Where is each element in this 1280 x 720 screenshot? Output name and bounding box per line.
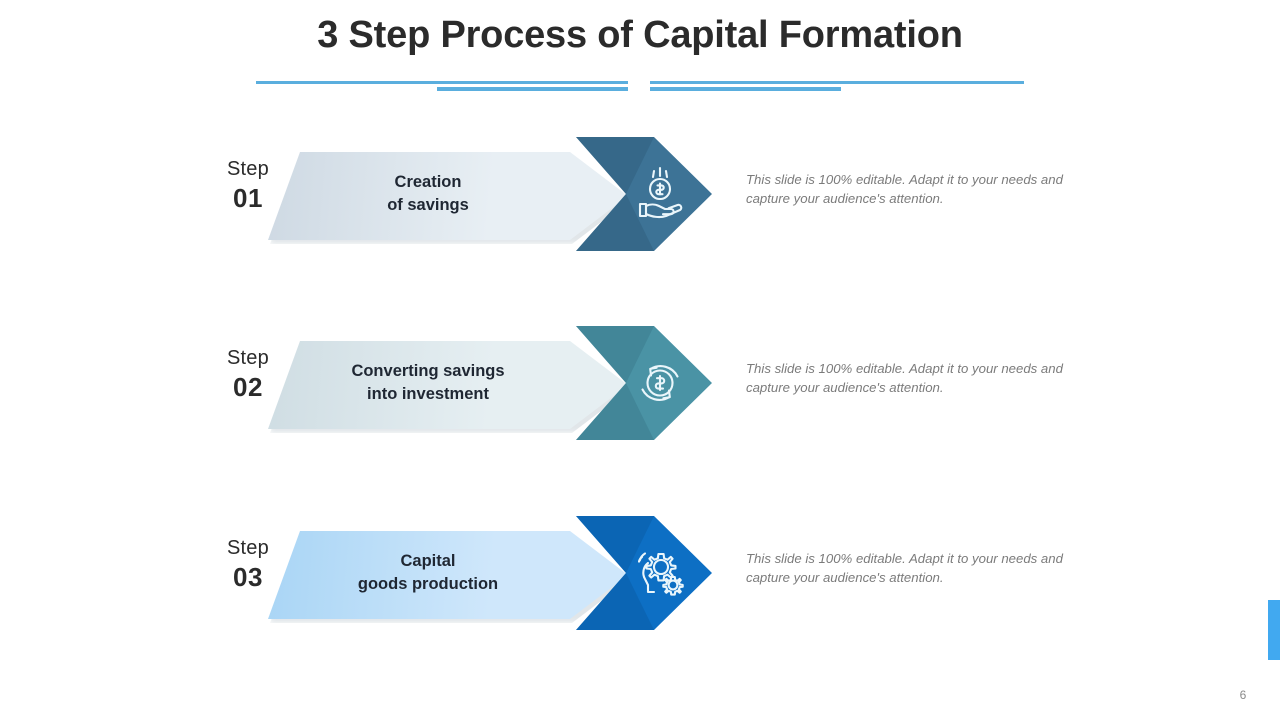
step-label-03: Step 03 — [210, 538, 286, 590]
step-description-01: This slide is 100% editable. Adapt it to… — [746, 172, 1063, 206]
step-title-02: Converting savings into investment — [288, 360, 568, 407]
page-number: 6 — [1239, 688, 1247, 702]
step-label-02: Step 02 — [210, 348, 286, 400]
hand-holding-money-icon — [628, 162, 692, 226]
step-title-line1-03: Capital — [400, 552, 456, 570]
step-arrowhead-02[interactable] — [576, 326, 712, 440]
step-title-line2-03: goods production — [357, 575, 499, 594]
title-rule-top-right — [650, 81, 1024, 84]
gears-production-icon — [628, 541, 692, 605]
step-word-02: Step — [227, 347, 269, 369]
step-row-03: Step 03 Capital goods production This sl… — [0, 504, 1280, 634]
step-band-fill-03 — [268, 531, 628, 619]
title-rule-mid-right — [650, 87, 841, 91]
step-description-03: This slide is 100% editable. Adapt it to… — [746, 551, 1063, 585]
page-title: 3 Step Process of Capital Formation — [317, 14, 963, 56]
step-band-fill-02 — [268, 341, 628, 429]
step-band-01[interactable] — [268, 152, 630, 244]
step-band-02[interactable] — [268, 341, 630, 433]
step-title-line1-02: Converting savings — [351, 362, 505, 380]
title-rule-mid-left — [437, 87, 628, 91]
step-number-03: 03 — [233, 562, 263, 592]
step-title-01: Creation of savings — [288, 171, 568, 218]
step-description-02: This slide is 100% editable. Adapt it to… — [746, 361, 1063, 395]
step-row-02: Step 02 Converting savings into investme… — [0, 314, 1280, 444]
step-band-fill-01 — [268, 152, 628, 240]
step-arrowhead-03[interactable] — [576, 516, 712, 630]
step-arrowhead-01[interactable] — [576, 137, 712, 251]
step-band-03[interactable] — [268, 531, 630, 623]
money-recycle-arrows-icon — [628, 351, 692, 415]
step-number-01: 01 — [233, 183, 263, 213]
step-title-line1-01: Creation — [394, 173, 462, 191]
right-edge-accent-bar — [1268, 600, 1280, 660]
title-rule-top-left — [256, 81, 628, 84]
step-word-01: Step — [227, 158, 269, 180]
step-title-line2-01: of savings — [387, 196, 469, 215]
step-label-01: Step 01 — [210, 159, 286, 211]
step-row-01: Step 01 Creation of savings This slide i — [0, 125, 1280, 255]
step-number-02: 02 — [233, 372, 263, 402]
step-title-line2-02: into investment — [367, 385, 489, 404]
step-title-03: Capital goods production — [288, 550, 568, 597]
step-word-03: Step — [227, 537, 269, 559]
